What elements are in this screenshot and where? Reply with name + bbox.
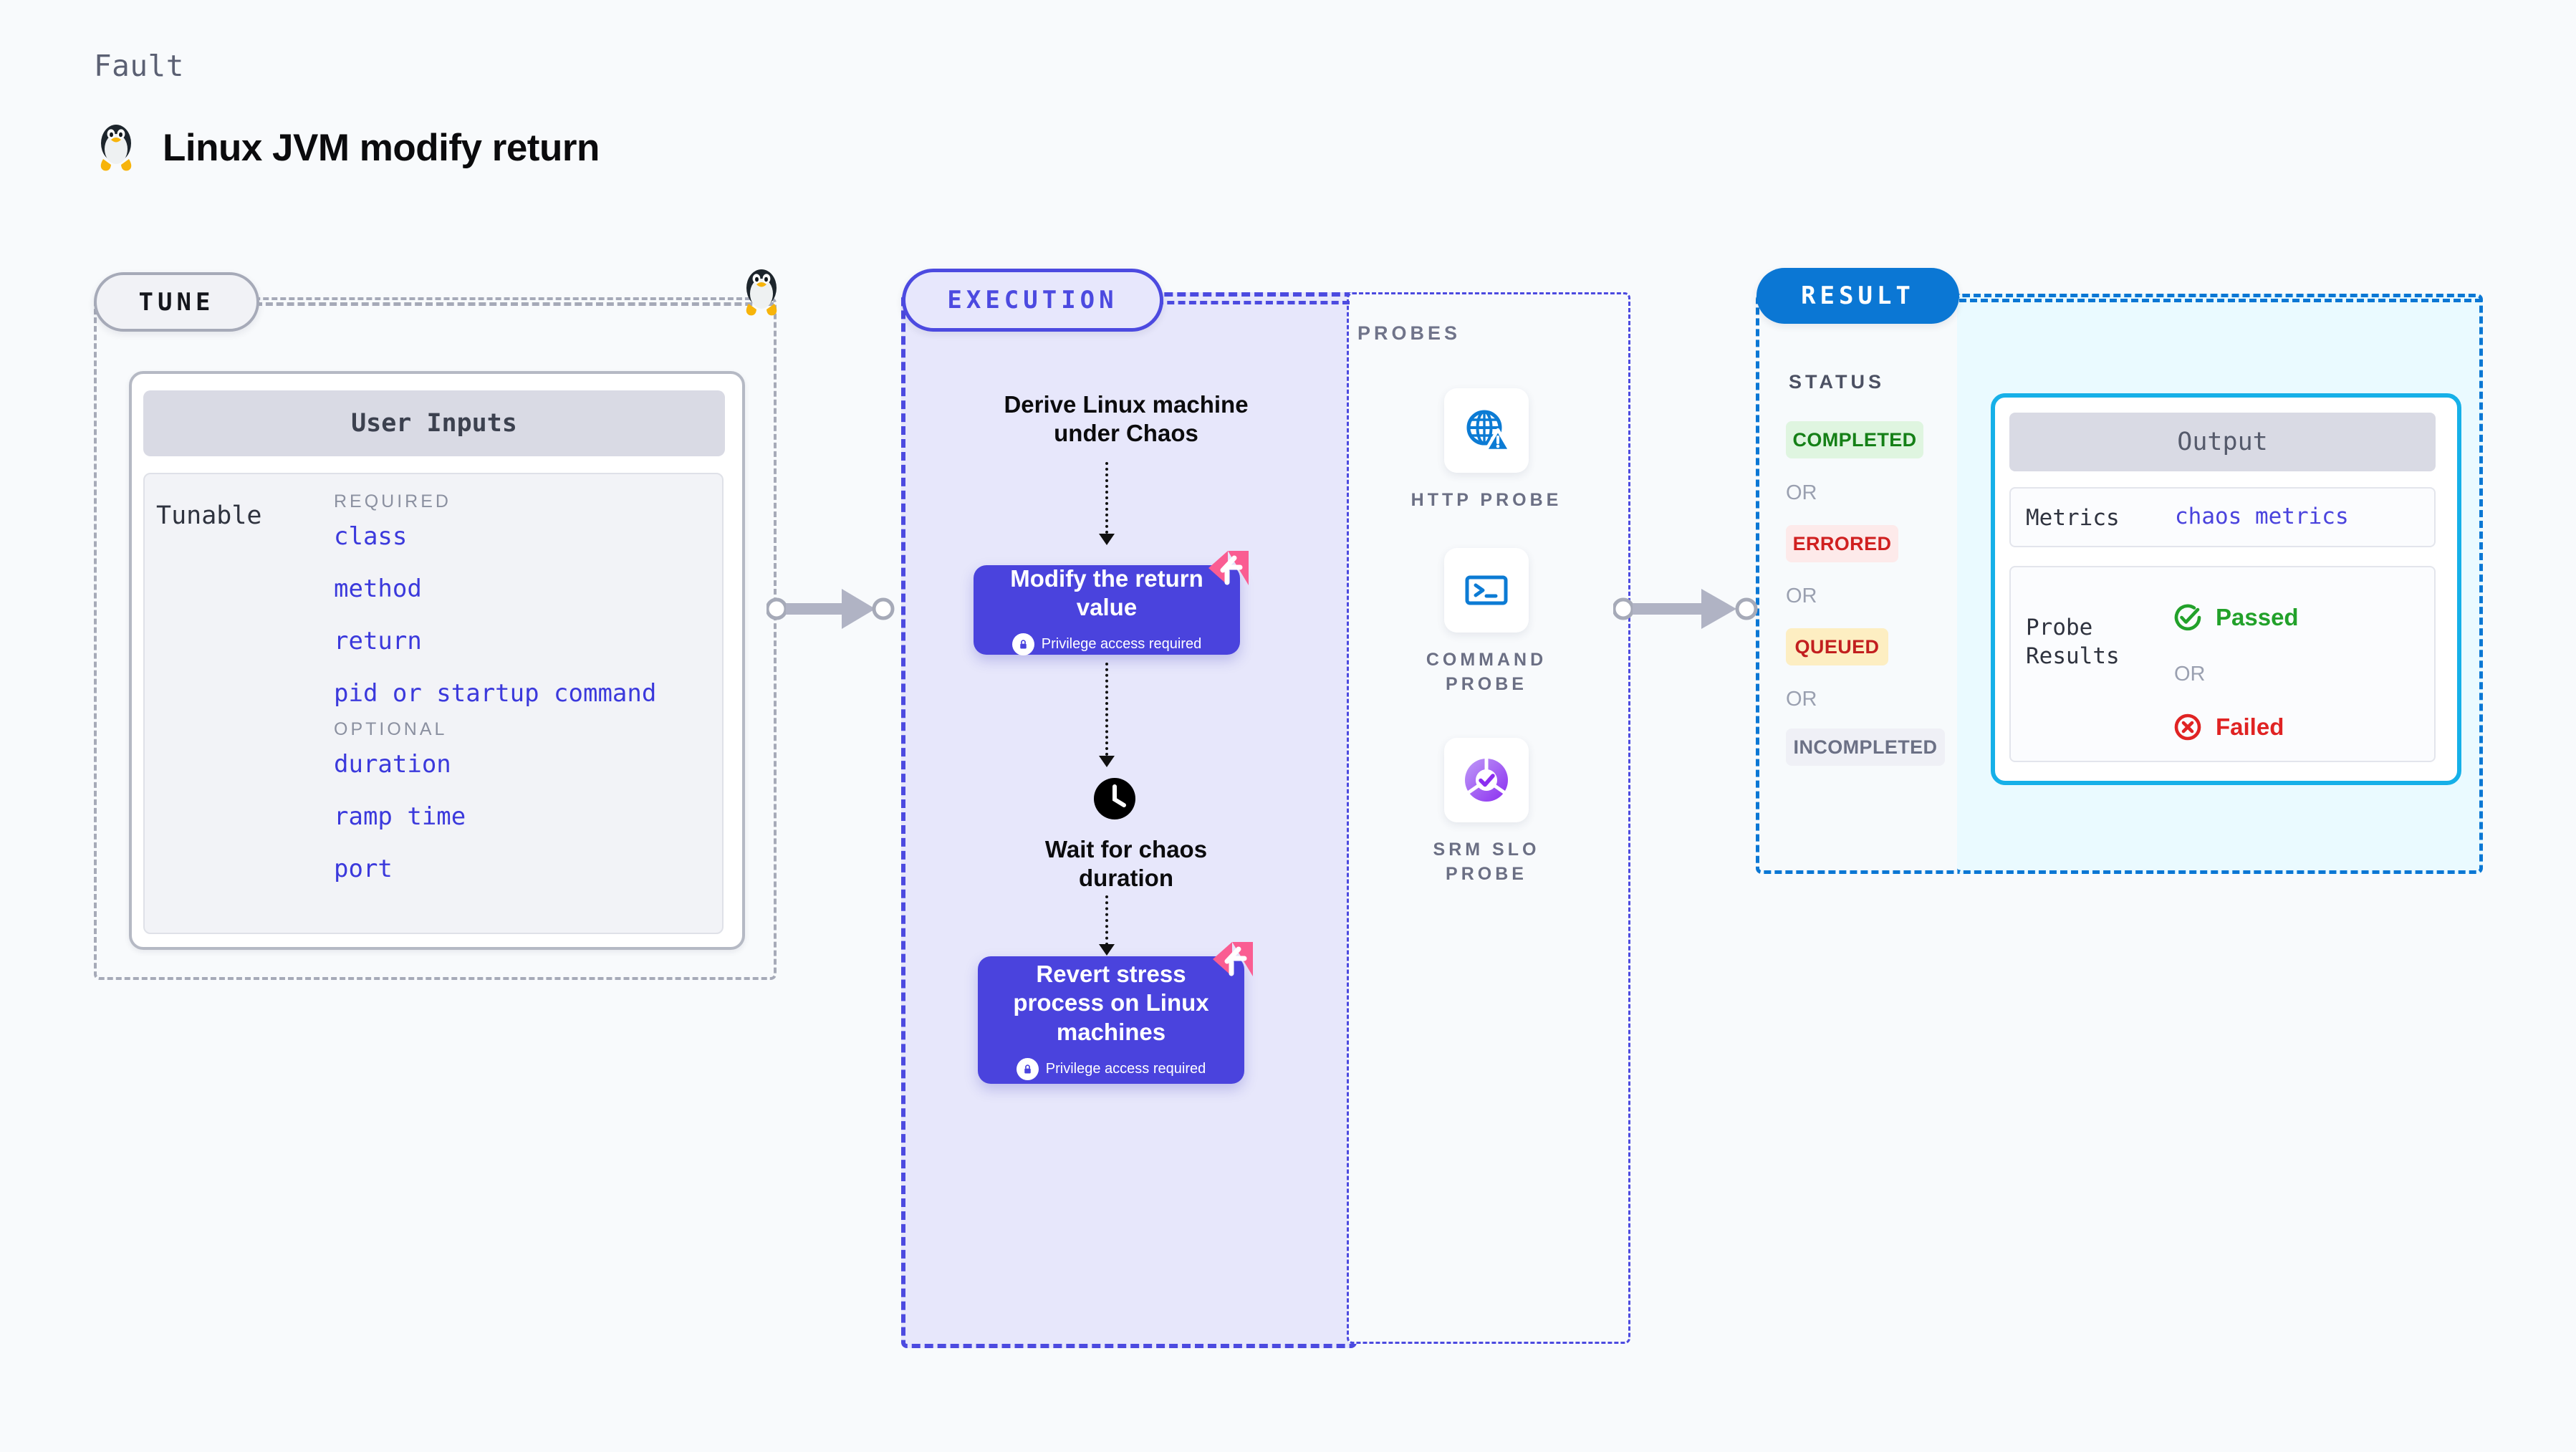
passed-label: Passed xyxy=(2216,604,2299,631)
execution-section-badge[interactable]: EXECUTION xyxy=(902,269,1163,332)
privilege-note-text: Privilege access required xyxy=(1046,1061,1206,1077)
tunable-field-pid-or-startup-command[interactable]: pid or startup command xyxy=(334,679,706,708)
privilege-note: Privilege access required xyxy=(1012,633,1201,655)
page-title: Linux JVM modify return xyxy=(163,126,600,170)
probe-result-passed: Passed xyxy=(2172,602,2299,633)
or-separator: OR xyxy=(2174,663,2206,686)
tune-section-badge[interactable]: TUNE xyxy=(94,272,259,332)
probes-section-label: PROBES xyxy=(1357,322,1461,345)
status-badge-incompleted: INCOMPLETED xyxy=(1786,729,1945,766)
flow-line-3 xyxy=(1105,895,1108,946)
execution-card-title: Revert stress process on Linux machines xyxy=(978,960,1244,1047)
execution-card-revert-stress[interactable]: Revert stress process on Linux machines … xyxy=(978,956,1244,1084)
execution-card-title: Modify the return value xyxy=(974,564,1240,622)
user-inputs-header: User Inputs xyxy=(143,390,725,456)
tunable-row-label: Tunable xyxy=(156,501,262,530)
globe-warning-icon xyxy=(1461,405,1512,456)
lock-icon xyxy=(1017,1058,1039,1080)
flow-line-1 xyxy=(1105,462,1108,534)
terminal-icon xyxy=(1461,564,1512,616)
check-circle-icon xyxy=(2172,602,2203,633)
tune-to-execution-connector xyxy=(766,580,910,638)
execution-step-derive: Derive Linux machine under Chaos xyxy=(969,390,1284,448)
or-separator: OR xyxy=(1786,688,1817,711)
fault-eyebrow-label: Fault xyxy=(94,49,184,83)
lock-icon xyxy=(1012,633,1034,655)
output-card-header: Output xyxy=(2009,413,2436,471)
flow-arrow-2 xyxy=(1099,756,1115,767)
execution-top-dashed-line xyxy=(1156,301,1350,304)
flow-arrow-3 xyxy=(1099,944,1115,956)
required-section-label: REQUIRED xyxy=(334,491,706,512)
tunable-fields-column: REQUIRED class method return pid or star… xyxy=(334,491,706,907)
failed-label: Failed xyxy=(2216,713,2284,741)
tunable-field-ramp-time[interactable]: ramp time xyxy=(334,802,706,831)
result-top-dashed-line xyxy=(1959,299,2482,302)
privilege-note-text: Privilege access required xyxy=(1042,636,1201,653)
metrics-key-label: Metrics xyxy=(2026,504,2120,532)
tunable-field-class[interactable]: class xyxy=(334,522,706,551)
tunable-field-method[interactable]: method xyxy=(334,574,706,603)
status-badge-errored: ERRORED xyxy=(1786,525,1898,562)
tunable-field-duration[interactable]: duration xyxy=(334,750,706,779)
harness-logo-icon xyxy=(1210,941,1254,982)
metrics-value[interactable]: chaos metrics xyxy=(2175,504,2349,529)
tune-top-dashed-line xyxy=(255,302,774,306)
fault-title-row: Linux JVM modify return xyxy=(94,122,600,173)
status-badge-queued: QUEUED xyxy=(1786,628,1888,665)
slo-check-icon xyxy=(1460,754,1513,807)
status-section-label: STATUS xyxy=(1789,371,1885,393)
optional-section-label: OPTIONAL xyxy=(334,719,706,740)
or-separator: OR xyxy=(1786,481,1817,505)
clock-icon xyxy=(1092,777,1137,821)
linux-tux-icon xyxy=(739,266,784,318)
flow-line-2 xyxy=(1105,663,1108,756)
linux-tux-icon xyxy=(94,122,138,173)
probe-result-failed: Failed xyxy=(2172,711,2284,743)
probe-command[interactable]: COMMAND PROBE xyxy=(1400,548,1572,697)
x-circle-icon xyxy=(2172,711,2203,743)
tunable-field-port[interactable]: port xyxy=(334,855,706,883)
probe-tile xyxy=(1444,548,1529,633)
probe-label: SRM SLO PROBE xyxy=(1400,838,1572,887)
status-badge-completed: COMPLETED xyxy=(1786,421,1923,458)
execution-step-wait: Wait for chaos duration xyxy=(1004,835,1248,893)
probe-label: HTTP PROBE xyxy=(1411,489,1562,513)
execution-card-modify-return[interactable]: Modify the return value Privilege access… xyxy=(974,565,1240,655)
privilege-note: Privilege access required xyxy=(1017,1058,1206,1080)
probes-to-result-connector xyxy=(1613,580,1771,638)
probe-results-key-label: ProbeResults xyxy=(2026,613,2120,671)
probe-http[interactable]: HTTP PROBE xyxy=(1400,388,1572,513)
probe-label: COMMAND PROBE xyxy=(1400,648,1572,697)
result-section-badge[interactable]: RESULT xyxy=(1756,268,1959,324)
or-separator: OR xyxy=(1786,585,1817,608)
probe-tile xyxy=(1444,388,1529,473)
probe-tile xyxy=(1444,738,1529,822)
harness-logo-icon xyxy=(1206,549,1250,591)
flow-arrow-1 xyxy=(1099,534,1115,545)
probe-srm-slo[interactable]: SRM SLO PROBE xyxy=(1400,738,1572,887)
tunable-field-return[interactable]: return xyxy=(334,627,706,655)
